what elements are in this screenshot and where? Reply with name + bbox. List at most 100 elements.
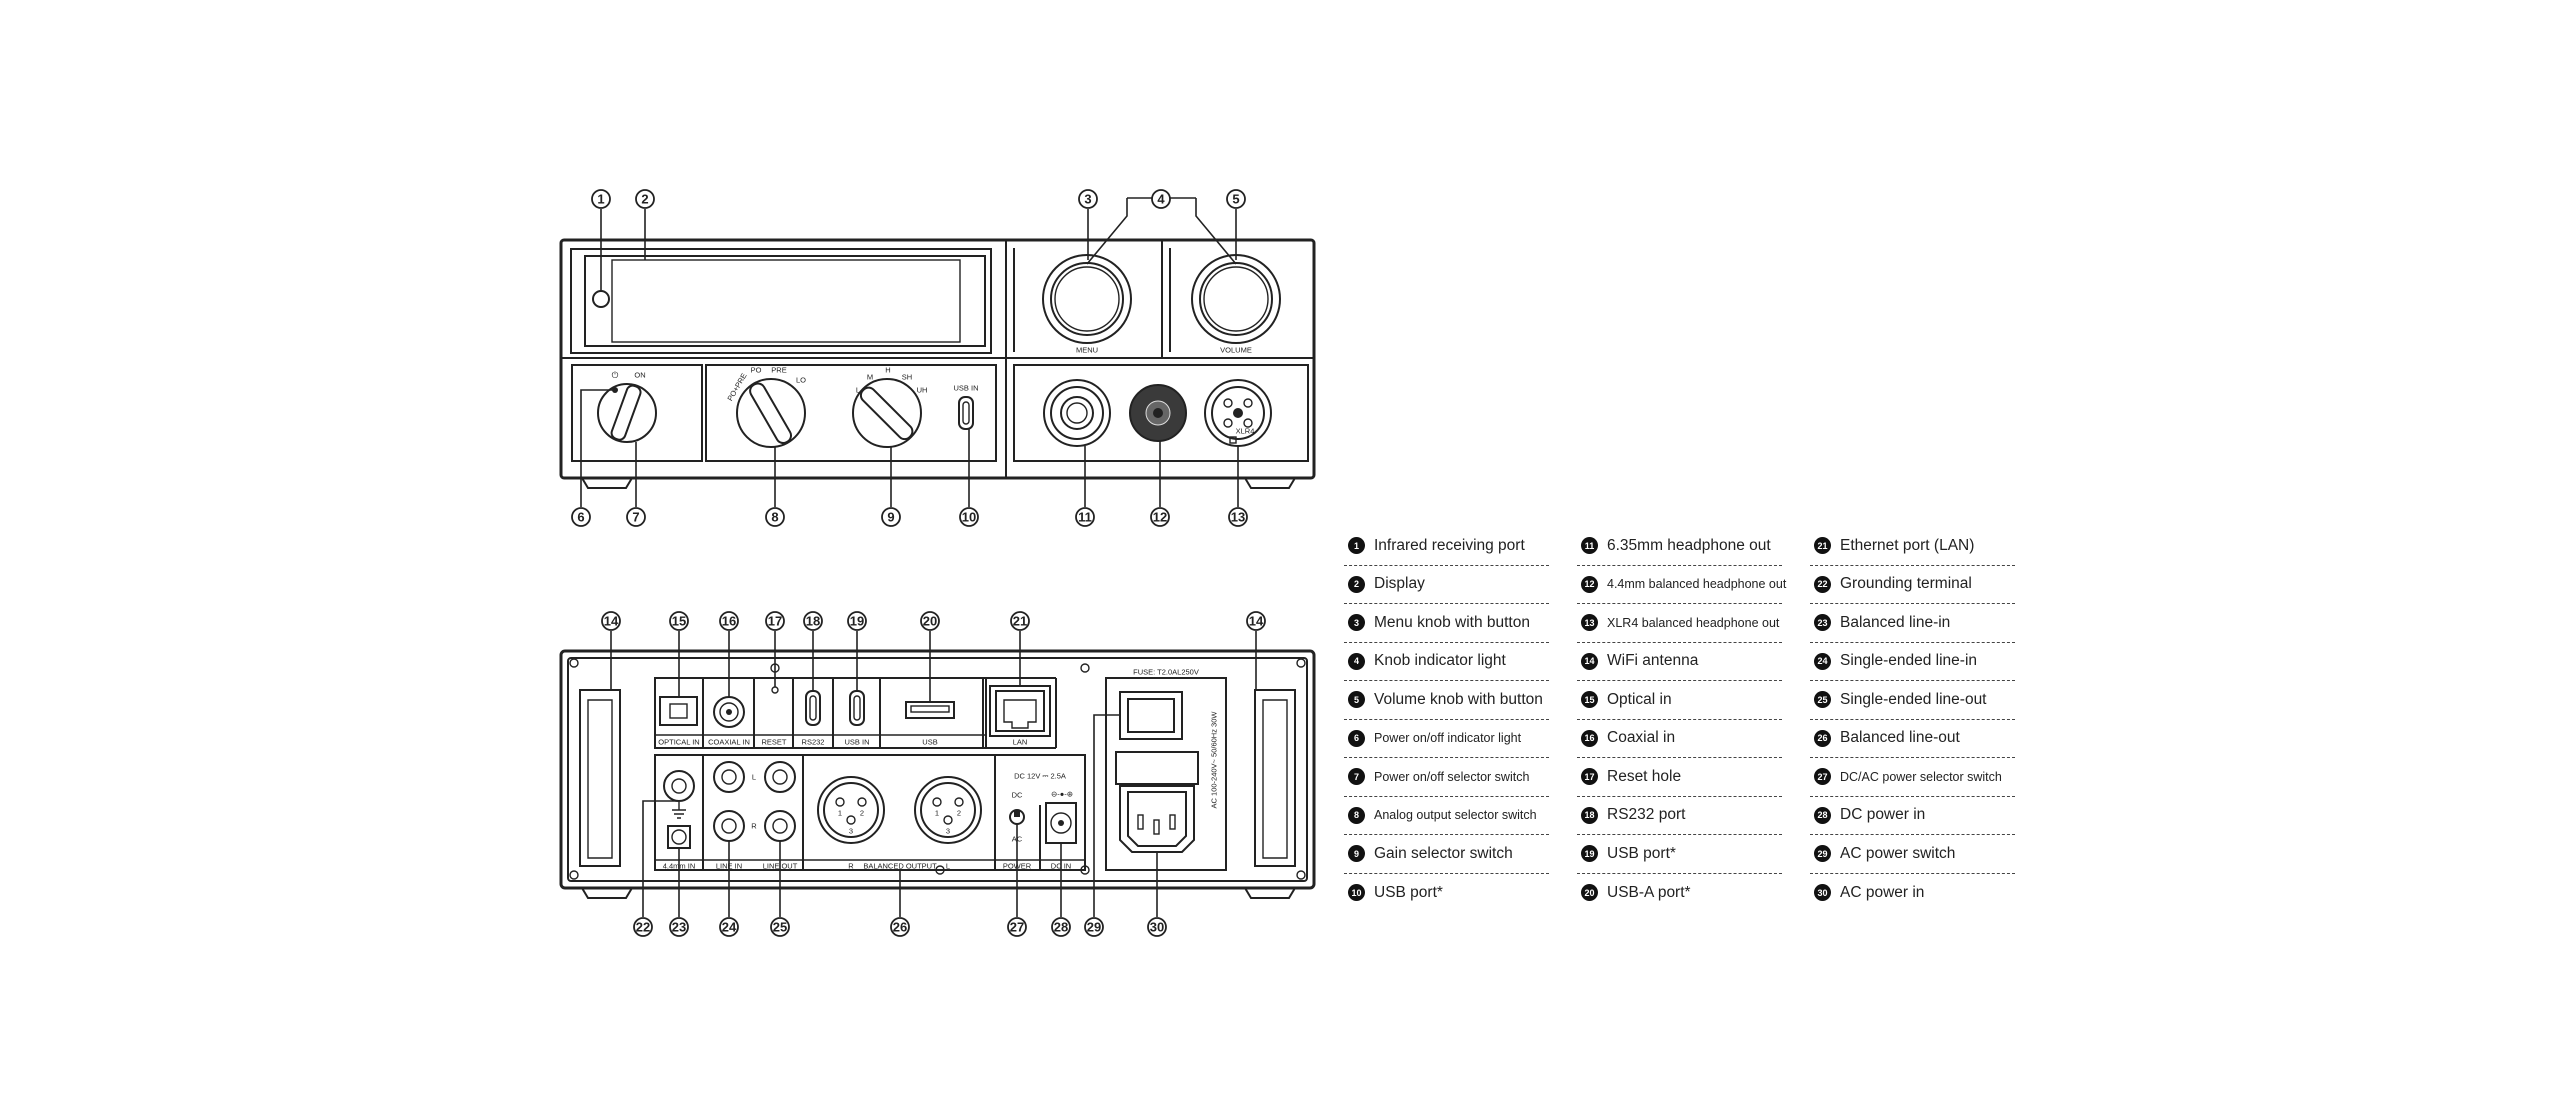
gain-mark-m: M — [867, 373, 873, 382]
front-callout-lines — [580, 197, 1239, 507]
legend-number-badge: 19 — [1581, 845, 1598, 863]
power-selector-knob-icon — [597, 383, 657, 443]
callout-number: 29 — [1087, 920, 1101, 935]
legend-item: 4 Knob indicator light — [1344, 643, 1549, 681]
output-mark-po-pre: PO+PRE — [725, 371, 748, 402]
usb-a-port-icon — [905, 701, 955, 719]
output-selector-knob-icon — [736, 378, 806, 448]
legend-label: Coaxial in — [1607, 729, 1676, 747]
coaxial-in-port-icon — [713, 696, 745, 728]
channel-r-label: R — [751, 822, 757, 831]
callout-13: 13 — [1228, 507, 1248, 527]
legend-label: Balanced line-in — [1840, 613, 1951, 631]
dc-ac-selector-switch-icon — [1009, 809, 1025, 825]
callout-27: 27 — [1007, 917, 1027, 937]
callout-number: 15 — [672, 614, 686, 629]
callout-number: 1 — [597, 192, 604, 207]
legend-label: USB port* — [1374, 883, 1443, 901]
callout-number: 5 — [1232, 192, 1239, 207]
callout-number: 19 — [850, 614, 864, 629]
legend-number-badge: 6 — [1348, 729, 1365, 747]
legend-number-badge: 3 — [1348, 614, 1365, 632]
callout-number: 16 — [722, 614, 736, 629]
callout-11: 11 — [1075, 507, 1095, 527]
callout-26: 26 — [890, 917, 910, 937]
gain-mark-sh: SH — [902, 373, 912, 382]
dc-spec-label: DC 12V ⎓ 2.5A — [1014, 772, 1066, 781]
callout-29: 29 — [1084, 917, 1104, 937]
menu-knob-icon — [1042, 254, 1132, 344]
legend-number-badge: 4 — [1348, 652, 1365, 670]
legend-label: Reset hole — [1607, 767, 1682, 785]
infrared-receiver-icon — [592, 290, 610, 308]
legend-number-badge: 16 — [1581, 729, 1598, 747]
volume-knob-label: VOLUME — [1220, 346, 1252, 355]
legend-label: USB-A port* — [1607, 883, 1691, 901]
balanced-r-label: R — [848, 862, 854, 871]
callout-24: 24 — [719, 917, 739, 937]
callout-7: 7 — [626, 507, 646, 527]
legend-item: 23 Balanced line-in — [1810, 604, 2015, 643]
legend-label: Menu knob with button — [1374, 613, 1530, 631]
legend-number-badge: 30 — [1814, 884, 1831, 902]
ground-terminal-icon — [663, 770, 695, 819]
callout-17: 17 — [765, 611, 785, 631]
balanced-44-line-in-icon — [667, 825, 691, 849]
rear-callout-lines — [610, 631, 1257, 917]
legend-label: Grounding terminal — [1840, 575, 1972, 593]
balanced-l-label: L — [946, 862, 950, 871]
callout-14: 14 — [601, 611, 621, 631]
legend-label: DC power in — [1840, 806, 1926, 824]
legend-number-badge: 11 — [1581, 537, 1598, 555]
gain-mark-uh: UH — [917, 386, 928, 395]
ac-spec-label: AC 100-240V~ 50/60Hz 30W — [1210, 711, 1219, 809]
legend-number-badge: 27 — [1814, 768, 1831, 786]
xlr-l-pin-3: 3 — [946, 827, 950, 836]
dc-mark: DC — [1012, 791, 1023, 800]
legend-number-badge: 29 — [1814, 845, 1831, 863]
wifi-antenna-left-icon — [579, 689, 621, 867]
line-out-left-icon — [764, 761, 796, 793]
callout-number: 4 — [1157, 192, 1165, 207]
callout-number: 13 — [1231, 510, 1245, 525]
legend-label: Knob indicator light — [1374, 652, 1506, 670]
callout-number: 2 — [641, 192, 648, 207]
callout-number: 14 — [1249, 614, 1264, 629]
callout-number: 20 — [923, 614, 937, 629]
lan-port-icon — [989, 685, 1051, 737]
legend-label: RS232 port — [1607, 806, 1686, 824]
legend-number-badge: 23 — [1814, 614, 1831, 632]
xlr-r-pin-3: 3 — [849, 827, 853, 836]
callout-6: 6 — [571, 507, 591, 527]
reset-hole-icon — [771, 686, 779, 694]
line-in-right-icon — [713, 810, 745, 842]
legend-label: Infrared receiving port — [1374, 536, 1525, 554]
legend-number-badge: 18 — [1581, 806, 1598, 824]
callout-number: 28 — [1054, 920, 1068, 935]
callout-number: 26 — [893, 920, 907, 935]
legend-label: XLR4 balanced headphone out — [1607, 615, 1780, 630]
ac-power-switch-icon — [1119, 691, 1183, 740]
callout-number: 23 — [672, 920, 686, 935]
rs232-label: RS232 — [802, 738, 825, 747]
xlr-output-left-icon — [914, 776, 982, 844]
